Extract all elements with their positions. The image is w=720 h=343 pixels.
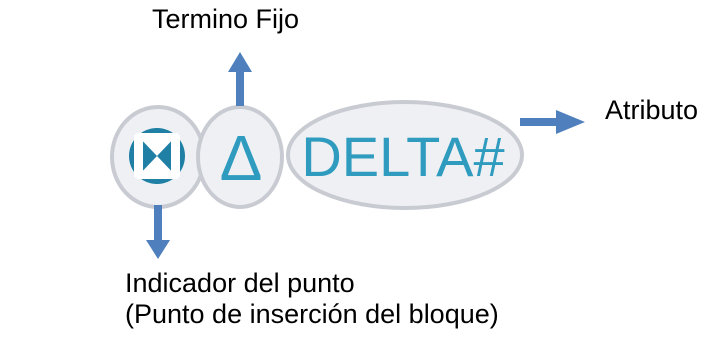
attribute-text: DELTA# bbox=[301, 125, 504, 188]
indicator-label: Indicador del punto (Punto de inserción … bbox=[125, 268, 499, 330]
arrow-down-icon bbox=[146, 205, 170, 259]
arrow-right-icon bbox=[520, 110, 585, 134]
fixed-term-label: Termino Fijo bbox=[152, 4, 300, 34]
attribute-label: Atributo bbox=[605, 95, 699, 125]
attribute-ellipse bbox=[286, 100, 524, 210]
insertion-point-icon bbox=[129, 128, 185, 184]
indicator-label-line2: (Punto de inserción del bloque) bbox=[125, 299, 499, 330]
fixed-term-glyph: Δ bbox=[220, 122, 263, 194]
arrow-up-icon bbox=[228, 52, 252, 106]
fixed-term-ellipse bbox=[196, 105, 284, 209]
indicator-label-line1: Indicador del punto bbox=[125, 268, 355, 298]
